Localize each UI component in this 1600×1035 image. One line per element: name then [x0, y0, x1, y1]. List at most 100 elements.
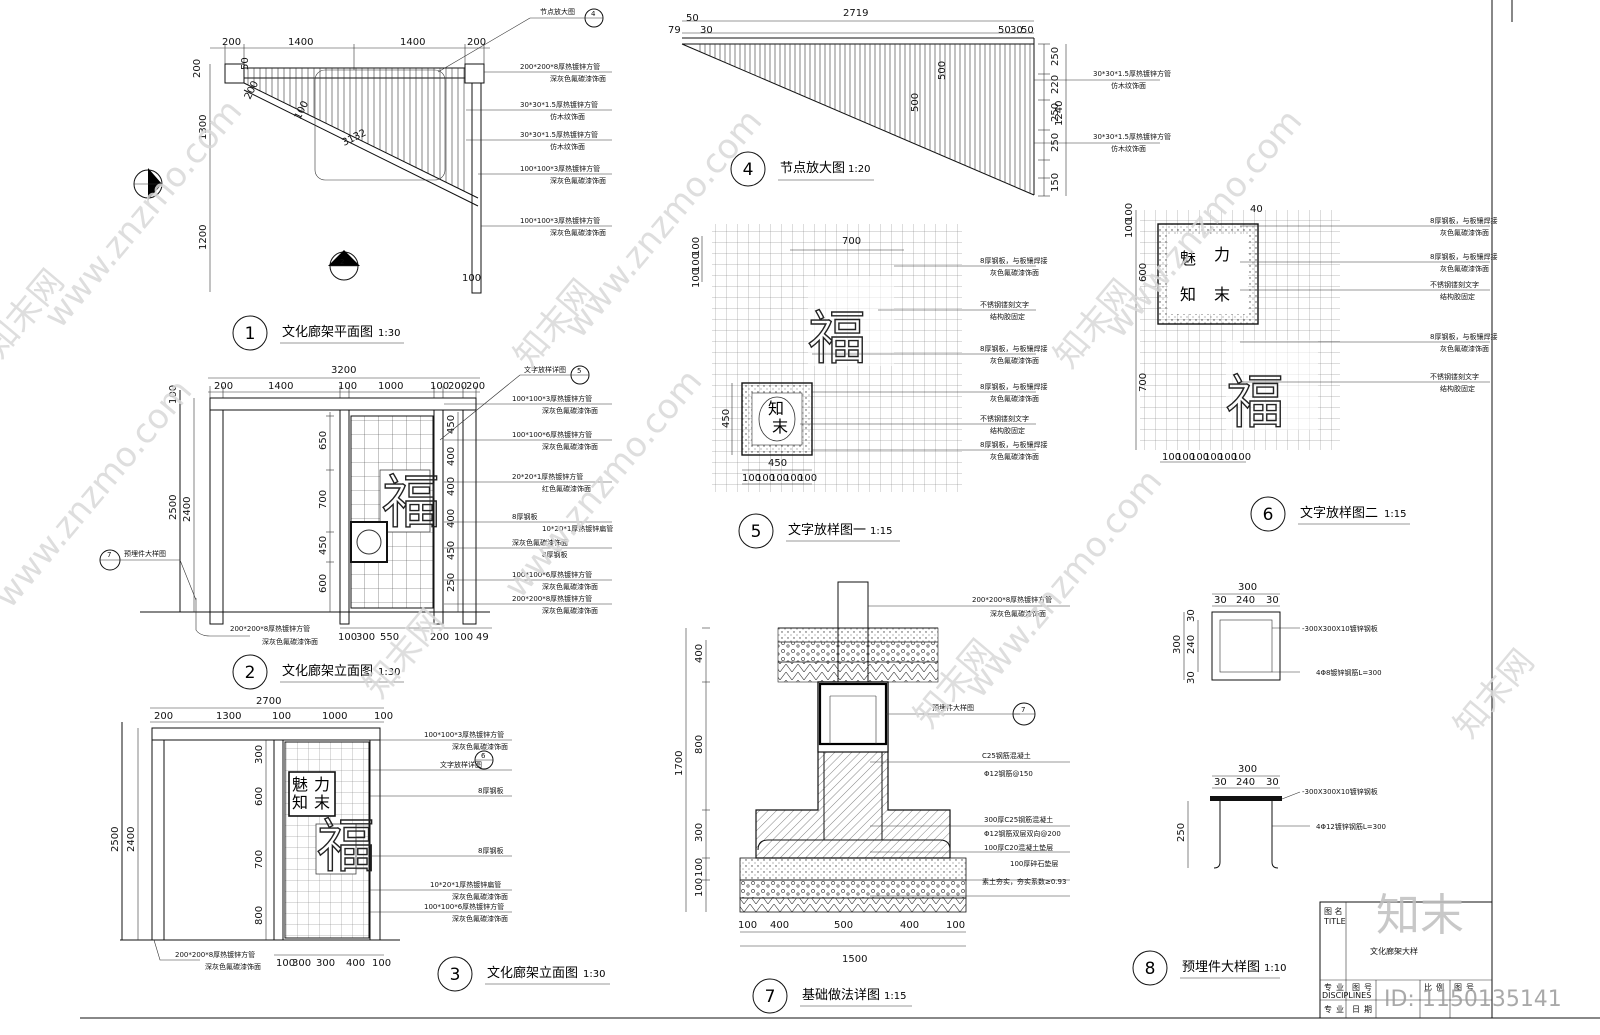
- tb-r2-1: 专: [1324, 982, 1332, 992]
- tb-r2-5: 比: [1424, 982, 1432, 992]
- found7-note-2: 深灰色氟碳漆饰面: [990, 609, 1046, 618]
- text-layout-6: 魅 力 知 末 福 100 100 600 700 40 10010010010…: [1124, 203, 1497, 532]
- embed8-a-left-30b: 30: [1186, 671, 1197, 684]
- embed8-a-left-240: 240: [1186, 635, 1197, 654]
- embed8-a-note-2: 4Φ8镀锌钢筋L=300: [1316, 668, 1382, 677]
- text5-note-12: 灰色氟碳漆饰面: [990, 452, 1039, 461]
- elev3-glyph: 福: [317, 812, 375, 880]
- elev3-note-2: 深灰色氟碳漆饰面: [452, 742, 508, 751]
- plan-dim-2: 1400: [288, 37, 313, 48]
- found7-dim-left-2: 800: [694, 735, 705, 754]
- elev2-dim-top-2: 1400: [268, 381, 293, 392]
- wm-site-2: www.znzmo.com: [0, 372, 200, 616]
- text6-note-3: 8厚钢板，与板镶焊接: [1430, 252, 1497, 261]
- found7-note-10: 素土夯实，夯实系数≥0.93: [982, 877, 1066, 886]
- title-1-number: 1: [245, 324, 256, 344]
- elev2-note-13: 200*200*8厚热镀锌方管: [512, 594, 592, 603]
- text5-dim-l1: 100: [691, 237, 702, 256]
- plan-dim-50: 50: [240, 57, 251, 70]
- embed8-b-note-2: 4Φ12镀锌钢筋L=300: [1316, 822, 1386, 831]
- found7-dim-left-5: 100: [694, 878, 705, 897]
- elev2-dim-bottom-1: 100: [338, 632, 357, 643]
- plan-dim-100b: 100: [462, 273, 481, 284]
- node4-dim-right-1: 250: [1050, 47, 1061, 66]
- elev2-note-3: 100*100*6厚热镀锌方管: [512, 430, 592, 439]
- elev2-dim-bottom-2: 300: [356, 632, 375, 643]
- elev3-dim-inner-4: 800: [254, 906, 265, 925]
- elev2-dim-top-1: 200: [214, 381, 233, 392]
- plan-note-5: 30*30*1.5厚热镀锌方管: [520, 130, 598, 139]
- elev3-base-note-1: 200*200*8厚热镀锌方管: [175, 950, 255, 959]
- elev3-sign-3: 知: [292, 793, 308, 812]
- elev2-dim-bottom-4: 200: [430, 632, 449, 643]
- plan-dim-1: 200: [222, 37, 241, 48]
- elev3-dim-top-3: 100: [272, 711, 291, 722]
- found7-dim-total: 1500: [842, 954, 867, 965]
- text6-dim-bottom-3: 100: [1190, 452, 1209, 463]
- elev2-dim-top-7: 200: [466, 381, 485, 392]
- elev3-dim-bottom-5: 100: [372, 958, 391, 969]
- plan-note-8: 深灰色氟碳漆饰面: [550, 176, 606, 185]
- plan-note-1: 200*200*8厚热镀锌方管: [520, 62, 600, 71]
- elev2-dim-inner-2: 700: [318, 490, 329, 509]
- title-5-number: 5: [751, 522, 762, 542]
- text6-note-10: 结构胶固定: [1440, 384, 1475, 393]
- text5-dim-bottom-1: 100: [742, 473, 761, 484]
- elev3-note-3: 文字放样详图: [440, 760, 482, 769]
- found7-note-6: 300厚C25钢筋混凝土: [984, 815, 1053, 824]
- text6-sign-3: 知: [1180, 285, 1196, 304]
- text6-dim-l1: 100: [1124, 203, 1135, 222]
- title-2-label: 文化廊架立面图: [282, 663, 373, 679]
- elev2-dim-bottom-6: 49: [476, 632, 489, 643]
- elev2-note-6: 红色氟碳漆饰面: [542, 484, 591, 493]
- node4-dim-r50b: 50: [1021, 25, 1034, 36]
- text5-dim-bottom-2: 100: [756, 473, 775, 484]
- text5-note-7: 8厚钢板，与板镶焊接: [980, 382, 1047, 391]
- found7-dim-bottom-2: 400: [770, 920, 789, 931]
- text5-dim-top: 700: [842, 236, 861, 247]
- tb-drawing-name: 文化廊架大样: [1370, 946, 1418, 956]
- elev3-dim-bottom-2: 300: [292, 958, 311, 969]
- title-8-number: 8: [1145, 959, 1156, 979]
- text5-note-6: 灰色氟碳漆饰面: [990, 356, 1039, 365]
- node4-dim-top: 2719: [843, 8, 868, 19]
- text6-note-9: 不锈钢镂刻文字: [1430, 372, 1479, 381]
- elev2-note-10: 8厚钢板: [542, 550, 567, 559]
- tb-title-label: 图 名: [1324, 906, 1343, 916]
- plan-note-7: 100*100*3厚热镀锌方管: [520, 164, 600, 173]
- elev2-dim-right-3: 400: [446, 477, 457, 496]
- elev2-dim-top-6: 200: [448, 381, 467, 392]
- plan-dim-diag: 3132: [340, 128, 368, 149]
- text6-dim-bottom-4: 100: [1204, 452, 1223, 463]
- elev3-note-8: 100*100*6厚热镀锌方管: [424, 902, 504, 911]
- elev2-note-8: 10*20*1厚热镀锌扁管: [542, 524, 613, 533]
- elev3-dim-inner-3: 700: [254, 850, 265, 869]
- text5-note-8: 灰色氟碳漆饰面: [990, 394, 1039, 403]
- elev2-note-1: 100*100*3厚热镀锌方管: [512, 394, 592, 403]
- elev2-dim-bottom-5: 100: [454, 632, 473, 643]
- text6-dim-bottom-5: 100: [1218, 452, 1237, 463]
- elev3-dim-inner-2: 600: [254, 787, 265, 806]
- text5-dim-450h: 450: [768, 458, 787, 469]
- text5-note-9: 不锈钢镂刻文字: [980, 414, 1029, 423]
- text5-dim-l3: 100: [691, 269, 702, 288]
- embed8-a-left-30a: 30: [1186, 609, 1197, 622]
- elev2-callout-5: 5: [577, 367, 581, 375]
- title-3-label: 文化廊架立面图: [487, 965, 578, 981]
- elev2-dim-inner-3: 450: [318, 536, 329, 555]
- text6-note-1: 8厚钢板，与板镶焊接: [1430, 216, 1497, 225]
- plan-note-6: 仿木纹饰面: [550, 142, 585, 151]
- elev2-dim-100: 100: [168, 385, 179, 404]
- elev2-dim-inner-1: 650: [318, 431, 329, 450]
- tb-r2-8: 号: [1466, 983, 1474, 992]
- tb-disciplines: DISCIPLINES: [1322, 991, 1371, 1000]
- tb-r2-3: 图: [1352, 983, 1360, 992]
- embed8-b-left: 250: [1176, 823, 1187, 842]
- text5-note-2: 灰色氟碳漆饰面: [990, 268, 1039, 277]
- title-6-label: 文字放样图二: [1300, 506, 1378, 521]
- found7-note-9: 100厚碎石垫层: [1010, 859, 1058, 868]
- tb-r4-4: 期: [1364, 1005, 1372, 1014]
- elev3-base-note-2: 深灰色氟碳漆饰面: [205, 962, 261, 971]
- elev2-total: 3200: [331, 365, 356, 376]
